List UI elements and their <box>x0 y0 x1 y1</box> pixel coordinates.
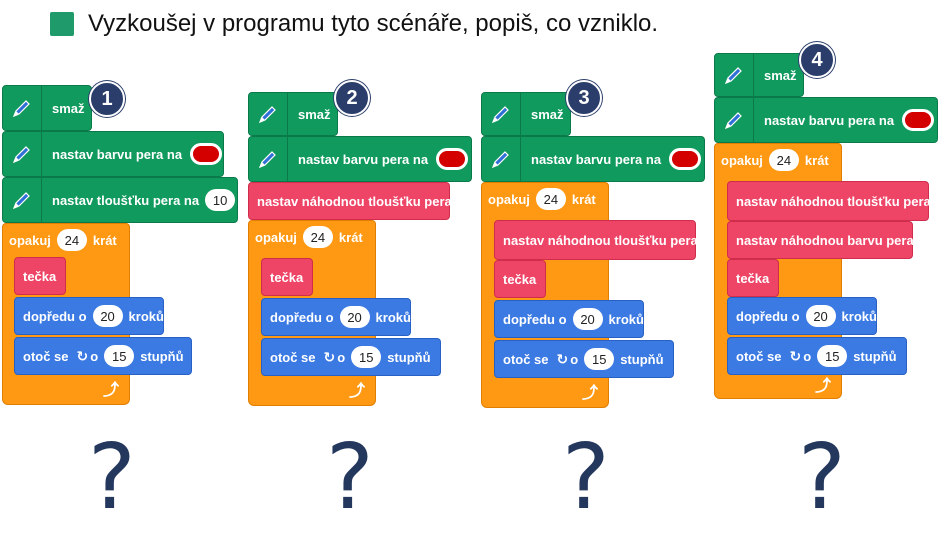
question-mark-2: ? <box>326 425 374 530</box>
move-steps-input[interactable]: 20 <box>805 305 836 327</box>
pen-size-input[interactable]: 10 <box>205 189 236 211</box>
clear-block[interactable]: smaž <box>481 92 571 136</box>
set-pen-color-block[interactable]: nastav barvu pera na <box>2 131 224 177</box>
question-mark-4: ? <box>798 425 846 530</box>
pen-icon <box>3 178 42 222</box>
set-pen-color-block[interactable]: nastav barvu pera na <box>714 97 938 143</box>
color-swatch[interactable] <box>669 148 702 170</box>
script-number-badge: 3 <box>566 80 602 116</box>
bullet-square <box>50 12 74 36</box>
pen-icon <box>3 132 42 176</box>
clear-block[interactable]: smaž <box>2 85 92 131</box>
dot-block[interactable]: tečka <box>14 257 66 295</box>
rotate-right-icon: ↻ <box>556 350 569 367</box>
clear-block[interactable]: smaž <box>714 53 804 97</box>
pen-icon <box>482 137 521 181</box>
turn-block[interactable]: otoč se ↻ o 15 stupňů <box>14 337 192 375</box>
script-number-badge: 4 <box>799 42 835 78</box>
heading-text: Vyzkoušej v programu tyto scénáře, popiš… <box>88 10 659 37</box>
repeat-count-input[interactable]: 24 <box>535 188 566 210</box>
color-swatch[interactable] <box>436 148 469 170</box>
color-swatch[interactable] <box>190 143 223 165</box>
clear-block[interactable]: smaž <box>248 92 338 136</box>
rotate-right-icon: ↻ <box>323 348 336 365</box>
dot-block[interactable]: tečka <box>261 258 313 296</box>
turn-degrees-input[interactable]: 15 <box>351 346 382 368</box>
pen-icon <box>715 54 754 96</box>
script-number-badge: 2 <box>334 80 370 116</box>
set-pen-color-block[interactable]: nastav barvu pera na <box>248 136 472 182</box>
turn-degrees-input[interactable]: 15 <box>817 345 848 367</box>
set-pen-size-block[interactable]: nastav tloušťku pera na 10 <box>2 177 238 223</box>
repeat-count-input[interactable]: 24 <box>768 149 799 171</box>
repeat-count-input[interactable]: 24 <box>302 226 333 248</box>
move-block[interactable]: dopředu o 20 kroků <box>727 297 877 335</box>
pen-icon <box>3 86 42 130</box>
heading: Vyzkoušej v programu tyto scénáře, popiš… <box>50 6 658 42</box>
random-pen-size-block[interactable]: nastav náhodnou tloušťku pera <box>248 182 452 220</box>
color-swatch[interactable] <box>902 109 935 131</box>
turn-degrees-input[interactable]: 15 <box>104 345 135 367</box>
question-mark-3: ? <box>562 425 610 530</box>
move-steps-input[interactable]: 20 <box>572 308 603 330</box>
loop-arrow-icon: ⤴ <box>103 382 120 399</box>
repeat-count-input[interactable]: 24 <box>56 229 87 251</box>
loop-arrow-icon: ⤴ <box>349 383 366 400</box>
turn-degrees-input[interactable]: 15 <box>584 348 615 370</box>
pen-icon <box>715 98 754 142</box>
loop-arrow-icon: ⤴ <box>582 385 599 402</box>
pen-icon <box>482 93 521 135</box>
turn-block[interactable]: otoč se ↻ o 15 stupňů <box>727 337 907 375</box>
random-pen-color-block[interactable]: nastav náhodnou barvu pera <box>727 221 914 259</box>
move-block[interactable]: dopředu o 20 kroků <box>14 297 164 335</box>
script-number-badge: 1 <box>89 81 125 117</box>
turn-block[interactable]: otoč se ↻ o 15 stupňů <box>494 340 674 378</box>
random-pen-size-block[interactable]: nastav náhodnou tloušťku pera <box>727 181 931 221</box>
move-block[interactable]: dopředu o 20 kroků <box>494 300 644 338</box>
dot-block[interactable]: tečka <box>494 260 546 298</box>
dot-block[interactable]: tečka <box>727 259 779 297</box>
set-pen-color-block[interactable]: nastav barvu pera na <box>481 136 705 182</box>
move-steps-input[interactable]: 20 <box>339 306 370 328</box>
turn-block[interactable]: otoč se ↻ o 15 stupňů <box>261 338 441 376</box>
rotate-right-icon: ↻ <box>789 347 802 364</box>
move-steps-input[interactable]: 20 <box>92 305 123 327</box>
rotate-right-icon: ↻ <box>76 347 89 364</box>
loop-arrow-icon: ⤴ <box>815 378 832 395</box>
question-mark-1: ? <box>88 425 136 530</box>
pen-icon <box>249 137 288 181</box>
move-block[interactable]: dopředu o 20 kroků <box>261 298 411 336</box>
pen-icon <box>249 93 288 135</box>
random-pen-size-block[interactable]: nastav náhodnou tloušťku pera <box>494 220 698 260</box>
